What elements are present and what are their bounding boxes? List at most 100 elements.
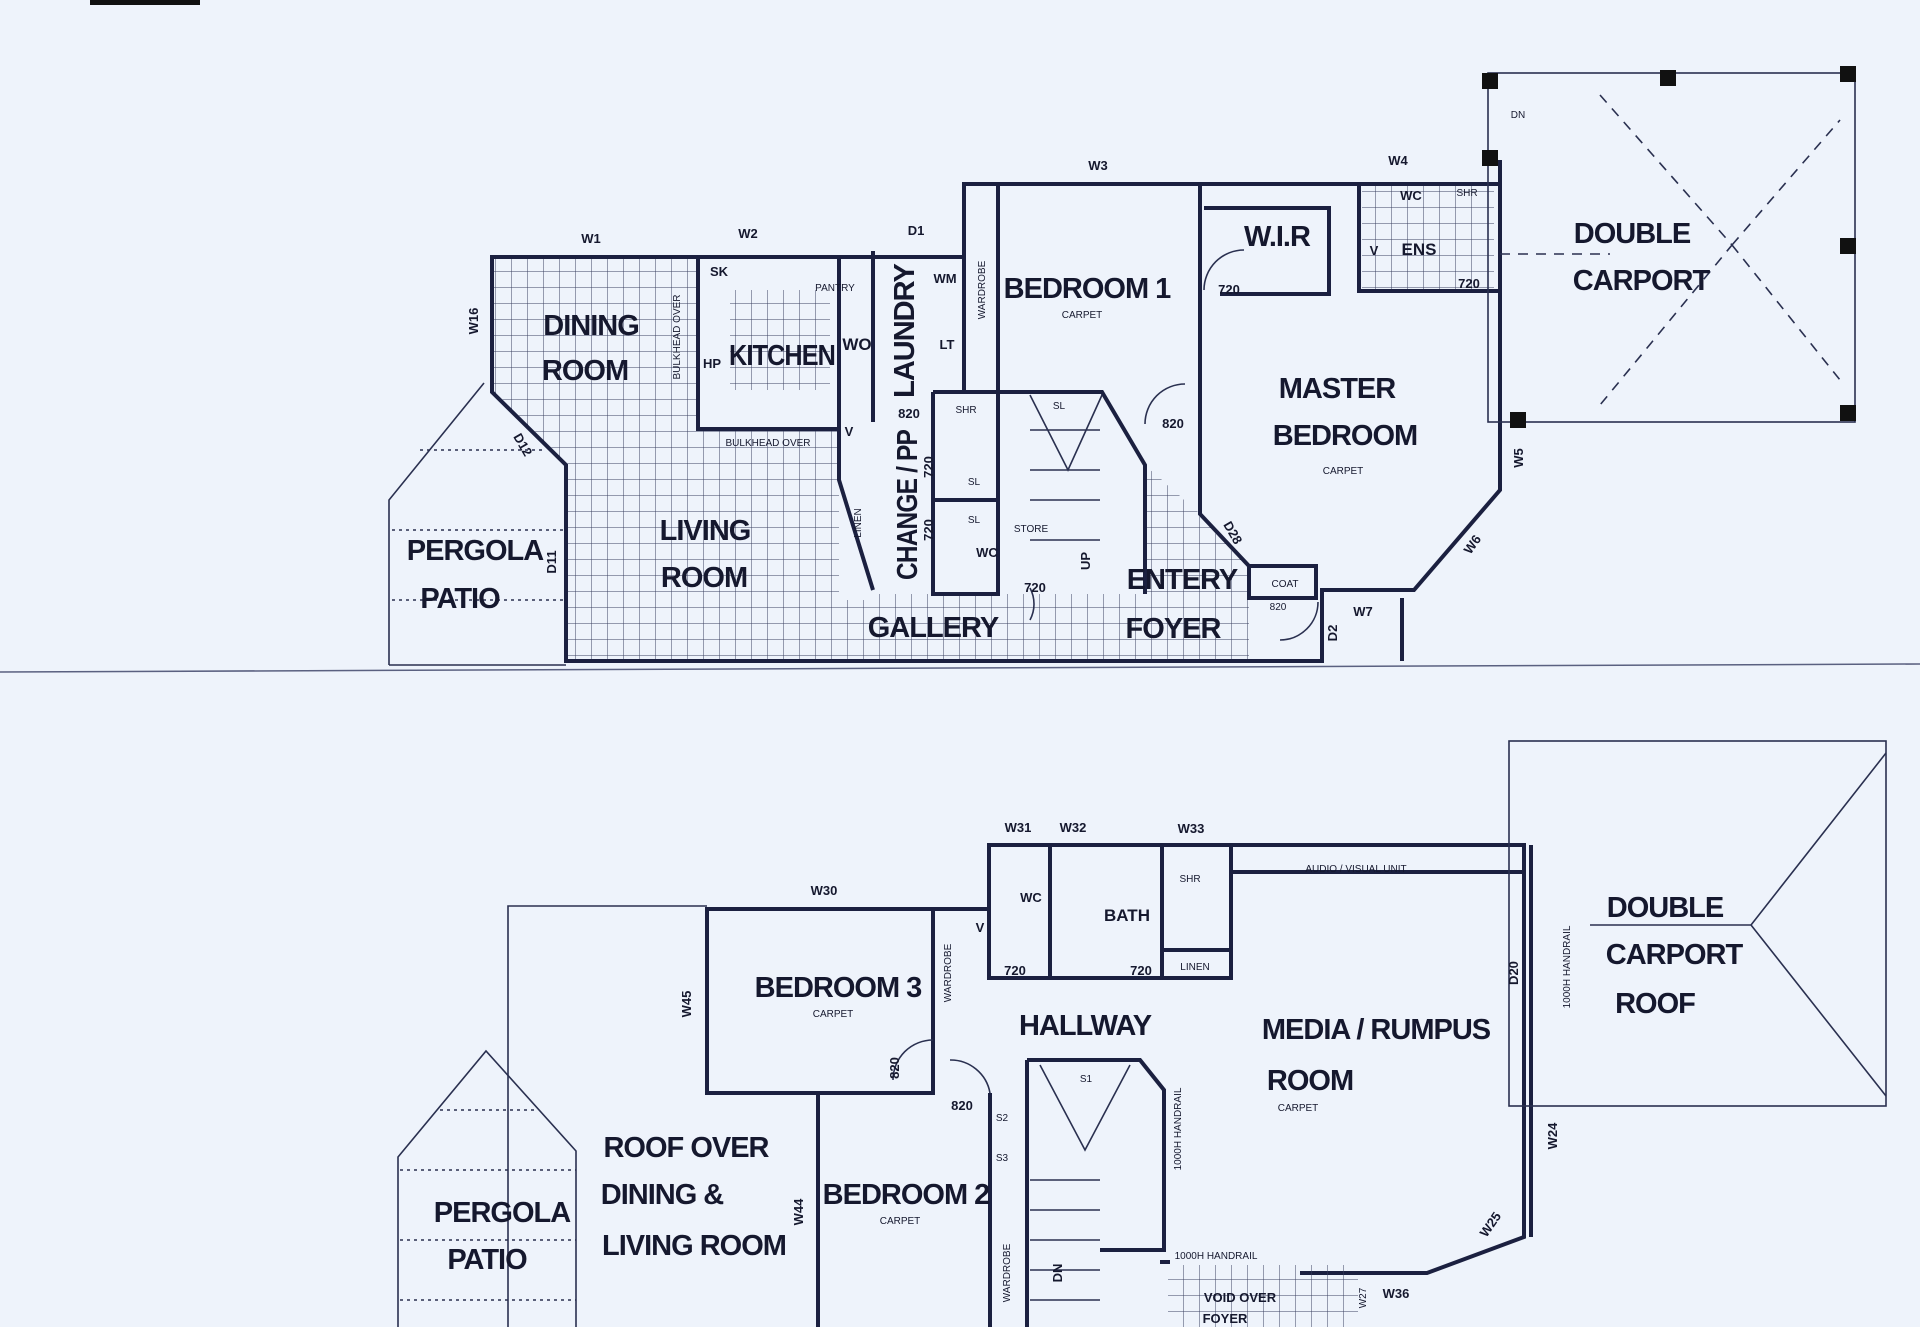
label-gallery: GALLERY: [868, 612, 999, 644]
label-w1: W1: [581, 231, 601, 246]
label-bedroom-2-carpet: CARPET: [880, 1216, 921, 1227]
label-kitchen: KITCHEN: [729, 340, 835, 372]
label-audio-visual: AUDIO / VISUAL UNIT: [1305, 864, 1406, 875]
door-swings: [1029, 249, 1319, 641]
label-w44: W44: [791, 1198, 806, 1226]
label-s1: S1: [1080, 1074, 1093, 1085]
tiled-kitchen: [730, 290, 830, 390]
ground-floor: W1 W2 D1 W3 W4 W16 DINING ROOM BULKHEAD …: [0, 66, 1920, 673]
label-void-foyer: FOYER: [1203, 1311, 1248, 1326]
label-d2: D2: [1325, 625, 1340, 642]
label-d20: D20: [1506, 961, 1521, 985]
label-w32: W32: [1060, 820, 1087, 835]
label-void-over: VOID OVER: [1204, 1290, 1277, 1305]
label-master: MASTER: [1279, 373, 1397, 405]
label-bedroom-1-carpet: CARPET: [1062, 310, 1103, 321]
label-d11: D11: [544, 550, 559, 573]
label-upper-shower: SHR: [1179, 874, 1200, 885]
label-w24: W24: [1545, 1122, 1560, 1150]
label-door-720-wir: 720: [1218, 282, 1240, 297]
label-living-room-roof: LIVING ROOM: [602, 1230, 786, 1262]
label-upper-dn: DN: [1050, 1264, 1065, 1283]
label-roof-over: ROOF OVER: [603, 1132, 769, 1164]
label-door-820-master: 820: [1162, 416, 1184, 431]
label-door-720-shr: 720: [921, 456, 936, 478]
label-living: LIVING: [660, 515, 751, 547]
label-w27: W27: [1358, 1287, 1369, 1308]
wardrobe-walls: [962, 184, 1318, 600]
label-w36: W36: [1383, 1286, 1410, 1301]
pergola-outline: [388, 382, 566, 666]
label-wir: W.I.R: [1244, 221, 1311, 253]
label-wall-oven: WO: [842, 335, 871, 354]
label-vanity: V: [845, 424, 854, 439]
label-d12: D12: [510, 431, 535, 459]
label-lt: LT: [940, 337, 955, 352]
label-w31: W31: [1005, 820, 1032, 835]
label-bath: BATH: [1104, 906, 1150, 925]
label-media-carpet: CARPET: [1278, 1103, 1319, 1114]
label-ens-wc: WC: [1400, 188, 1422, 203]
label-dining-room: ROOM: [542, 355, 628, 387]
label-bedroom-2: BEDROOM 2: [823, 1179, 990, 1211]
carport-posts: [1482, 66, 1856, 428]
label-upper-wc: WC: [1020, 890, 1042, 905]
bedroom-2-wall: [816, 1093, 992, 1327]
label-door-820-bed2: 820: [951, 1098, 973, 1113]
void-over-foyer: [1168, 1265, 1358, 1327]
label-w4: W4: [1388, 153, 1408, 168]
label-dining: DINING: [543, 310, 639, 342]
label-wardrobe: WARDROBE: [977, 260, 988, 319]
label-wm: WM: [933, 271, 956, 286]
label-w16: W16: [466, 308, 481, 335]
bath-walls: [931, 390, 1000, 596]
label-s2: S2: [996, 1113, 1009, 1124]
label-door-720-wc: 720: [1004, 963, 1026, 978]
label-coat: COAT: [1271, 579, 1298, 590]
wir-walls: [1204, 184, 1500, 296]
label-entery: ENTERY: [1127, 564, 1238, 596]
photo-edge: [90, 0, 200, 5]
label-door-720-ens: 720: [1458, 276, 1480, 291]
label-bulkhead-over-2: BULKHEAD OVER: [725, 438, 810, 449]
label-handrail-3: 1000H HANDRAIL: [1175, 1251, 1258, 1262]
label-w3: W3: [1088, 158, 1108, 173]
carport-roof-outline: [1508, 740, 1887, 1107]
label-dn: DN: [1511, 110, 1525, 121]
upper-floor: W31 W32 W33 W30 WC BATH SHR LINEN AUDIO …: [397, 740, 1887, 1327]
label-door-720-store: 720: [1024, 580, 1046, 595]
label-w5: W5: [1511, 448, 1526, 468]
label-door-820-coat: 820: [1270, 602, 1287, 613]
label-door-820-bed3: 820: [887, 1057, 902, 1079]
label-sl-1: SL: [1053, 401, 1066, 412]
label-handrail-1: 1000H HANDRAIL: [1562, 925, 1573, 1008]
label-w7: W7: [1353, 604, 1373, 619]
label-ensuite: ENS: [1402, 240, 1437, 259]
label-master-carpet: CARPET: [1323, 466, 1364, 477]
label-ens-vanity: V: [1370, 243, 1379, 258]
kitchen-walls: [696, 257, 841, 431]
label-bulkhead-over: BULKHEAD OVER: [672, 294, 683, 379]
stair-walls: [1025, 1058, 1166, 1327]
label-handrail-2: 1000H HANDRAIL: [1173, 1087, 1184, 1170]
label-wc: WC: [976, 545, 998, 560]
upper-door-swings: [892, 1039, 991, 1094]
label-hallway: HALLWAY: [1019, 1010, 1152, 1042]
label-w33: W33: [1178, 821, 1205, 836]
label-d1: D1: [908, 223, 925, 238]
label-bedroom-3-carpet: CARPET: [813, 1009, 854, 1020]
label-s3: S3: [996, 1153, 1009, 1164]
label-master-bedroom: BEDROOM: [1273, 420, 1417, 452]
label-pantry: PANTRY: [815, 283, 855, 294]
label-wardrobe-2: WARDROBE: [1002, 1243, 1013, 1302]
label-door-720-bath: 720: [1130, 963, 1152, 978]
label-upper-linen: LINEN: [1180, 962, 1209, 973]
label-bedroom-3: BEDROOM 3: [755, 972, 923, 1004]
label-carport: CARPORT: [1573, 265, 1711, 297]
carport-posts-wall: [1400, 160, 1502, 661]
label-media-room: ROOM: [1267, 1065, 1353, 1097]
label-w45: W45: [679, 991, 694, 1018]
label-hotplate: HP: [703, 356, 721, 371]
label-w25: W25: [1477, 1209, 1505, 1240]
